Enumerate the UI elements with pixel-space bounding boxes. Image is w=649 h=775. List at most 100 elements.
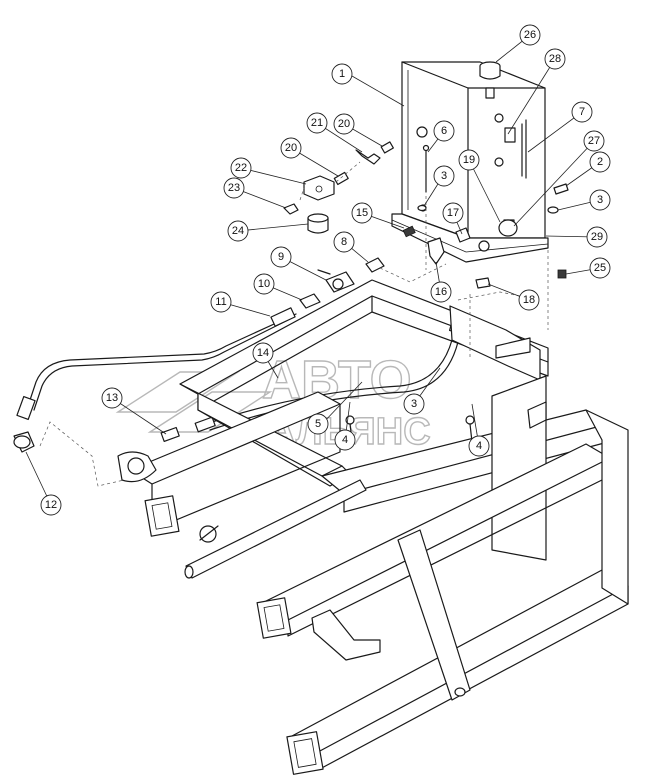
callout-12: 12 — [40, 494, 62, 516]
callout-label: 27 — [588, 135, 600, 147]
callout-circle — [544, 48, 566, 70]
callout-circle — [210, 291, 232, 313]
callout-circle — [333, 231, 355, 253]
callout-circle — [458, 149, 480, 171]
callout-circle — [403, 393, 425, 415]
callout-circle — [333, 113, 355, 135]
callout-10: 10 — [253, 273, 275, 295]
callout-circle — [223, 177, 245, 199]
callout-21: 21 — [306, 112, 328, 134]
callout-label: 10 — [258, 278, 270, 290]
callout-circle — [351, 202, 373, 224]
callout-label: 6 — [441, 125, 447, 137]
callout-28: 28 — [544, 48, 566, 70]
callout-23: 23 — [223, 177, 245, 199]
callout-label: 20 — [285, 142, 297, 154]
callout-circle — [280, 137, 302, 159]
callout-circle — [101, 387, 123, 409]
callout-circle — [519, 24, 541, 46]
alignment-lines — [39, 161, 549, 487]
callout-22: 22 — [230, 157, 252, 179]
callout-label: 11 — [215, 296, 226, 308]
callout-20: 20 — [280, 137, 302, 159]
callout-label: 4 — [342, 434, 348, 446]
callout-circle — [589, 151, 611, 173]
callout-1: 1 — [331, 63, 353, 85]
callout-14: 14 — [252, 342, 274, 364]
callout-27: 27 — [583, 130, 605, 152]
callout-label: 7 — [579, 106, 585, 118]
callout-4: 4 — [468, 435, 490, 457]
callout-circle — [589, 257, 611, 279]
callout-label: 26 — [524, 29, 536, 41]
callout-label: 24 — [232, 225, 244, 237]
callout-label: 25 — [594, 262, 606, 274]
callout-3: 3 — [403, 393, 425, 415]
callout-label: 4 — [476, 440, 482, 452]
callout-circle — [307, 413, 329, 435]
callout-circle — [571, 101, 593, 123]
callout-15: 15 — [351, 202, 373, 224]
callout-label: 15 — [356, 207, 368, 219]
callout-circle — [334, 429, 356, 451]
callout-label: 5 — [315, 418, 321, 430]
callout-circle — [583, 130, 605, 152]
callout-9: 9 — [270, 246, 292, 268]
callout-6: 6 — [433, 120, 455, 142]
mounting-frame — [117, 279, 629, 775]
callout-24: 24 — [227, 220, 249, 242]
callout-5: 5 — [307, 413, 329, 435]
callout-circle — [270, 246, 292, 268]
callout-circle — [430, 281, 452, 303]
callout-label: 9 — [278, 251, 284, 263]
callout-25: 25 — [589, 257, 611, 279]
callout-label: 29 — [591, 231, 603, 243]
callout-label: 28 — [549, 53, 561, 65]
watermark-line-1: АВТО — [262, 350, 412, 410]
callout-label: 2 — [597, 156, 603, 168]
callout-circle — [442, 202, 464, 224]
callout-29: 29 — [586, 226, 608, 248]
callout-circle — [40, 494, 62, 516]
callout-label: 22 — [235, 162, 247, 174]
callout-circle — [433, 120, 455, 142]
callout-4: 4 — [334, 429, 356, 451]
hydraulic-fittings — [283, 141, 569, 309]
callout-label: 1 — [339, 68, 345, 80]
callout-circle — [227, 220, 249, 242]
callout-label: 8 — [341, 236, 347, 248]
callout-circle — [306, 112, 328, 134]
callout-17: 17 — [442, 202, 464, 224]
callout-circle — [586, 226, 608, 248]
callout-20: 20 — [333, 113, 355, 135]
callout-2: 2 — [589, 151, 611, 173]
callout-label: 14 — [257, 347, 269, 359]
callout-label: 13 — [106, 392, 118, 404]
callout-label: 18 — [523, 294, 535, 306]
callout-26: 26 — [519, 24, 541, 46]
callout-label: 23 — [228, 182, 240, 194]
callout-label: 19 — [463, 154, 475, 166]
callout-circle — [252, 342, 274, 364]
callout-label: 12 — [45, 499, 57, 511]
callout-label: 21 — [311, 117, 323, 129]
callout-label: 17 — [447, 207, 459, 219]
callout-11: 11 — [210, 291, 232, 313]
callout-circle — [230, 157, 252, 179]
callout-7: 7 — [571, 101, 593, 123]
callout-8: 8 — [333, 231, 355, 253]
callout-19: 19 — [458, 149, 480, 171]
callout-18: 18 — [518, 289, 540, 311]
callout-3: 3 — [433, 165, 455, 187]
callout-circle — [433, 165, 455, 187]
callout-13: 13 — [101, 387, 123, 409]
callout-label: 20 — [338, 118, 350, 130]
callout-label: 3 — [597, 194, 603, 206]
callout-circle — [518, 289, 540, 311]
callout-circle — [589, 189, 611, 211]
callout-circle — [468, 435, 490, 457]
callout-16: 16 — [430, 281, 452, 303]
callout-label: 3 — [411, 398, 417, 410]
